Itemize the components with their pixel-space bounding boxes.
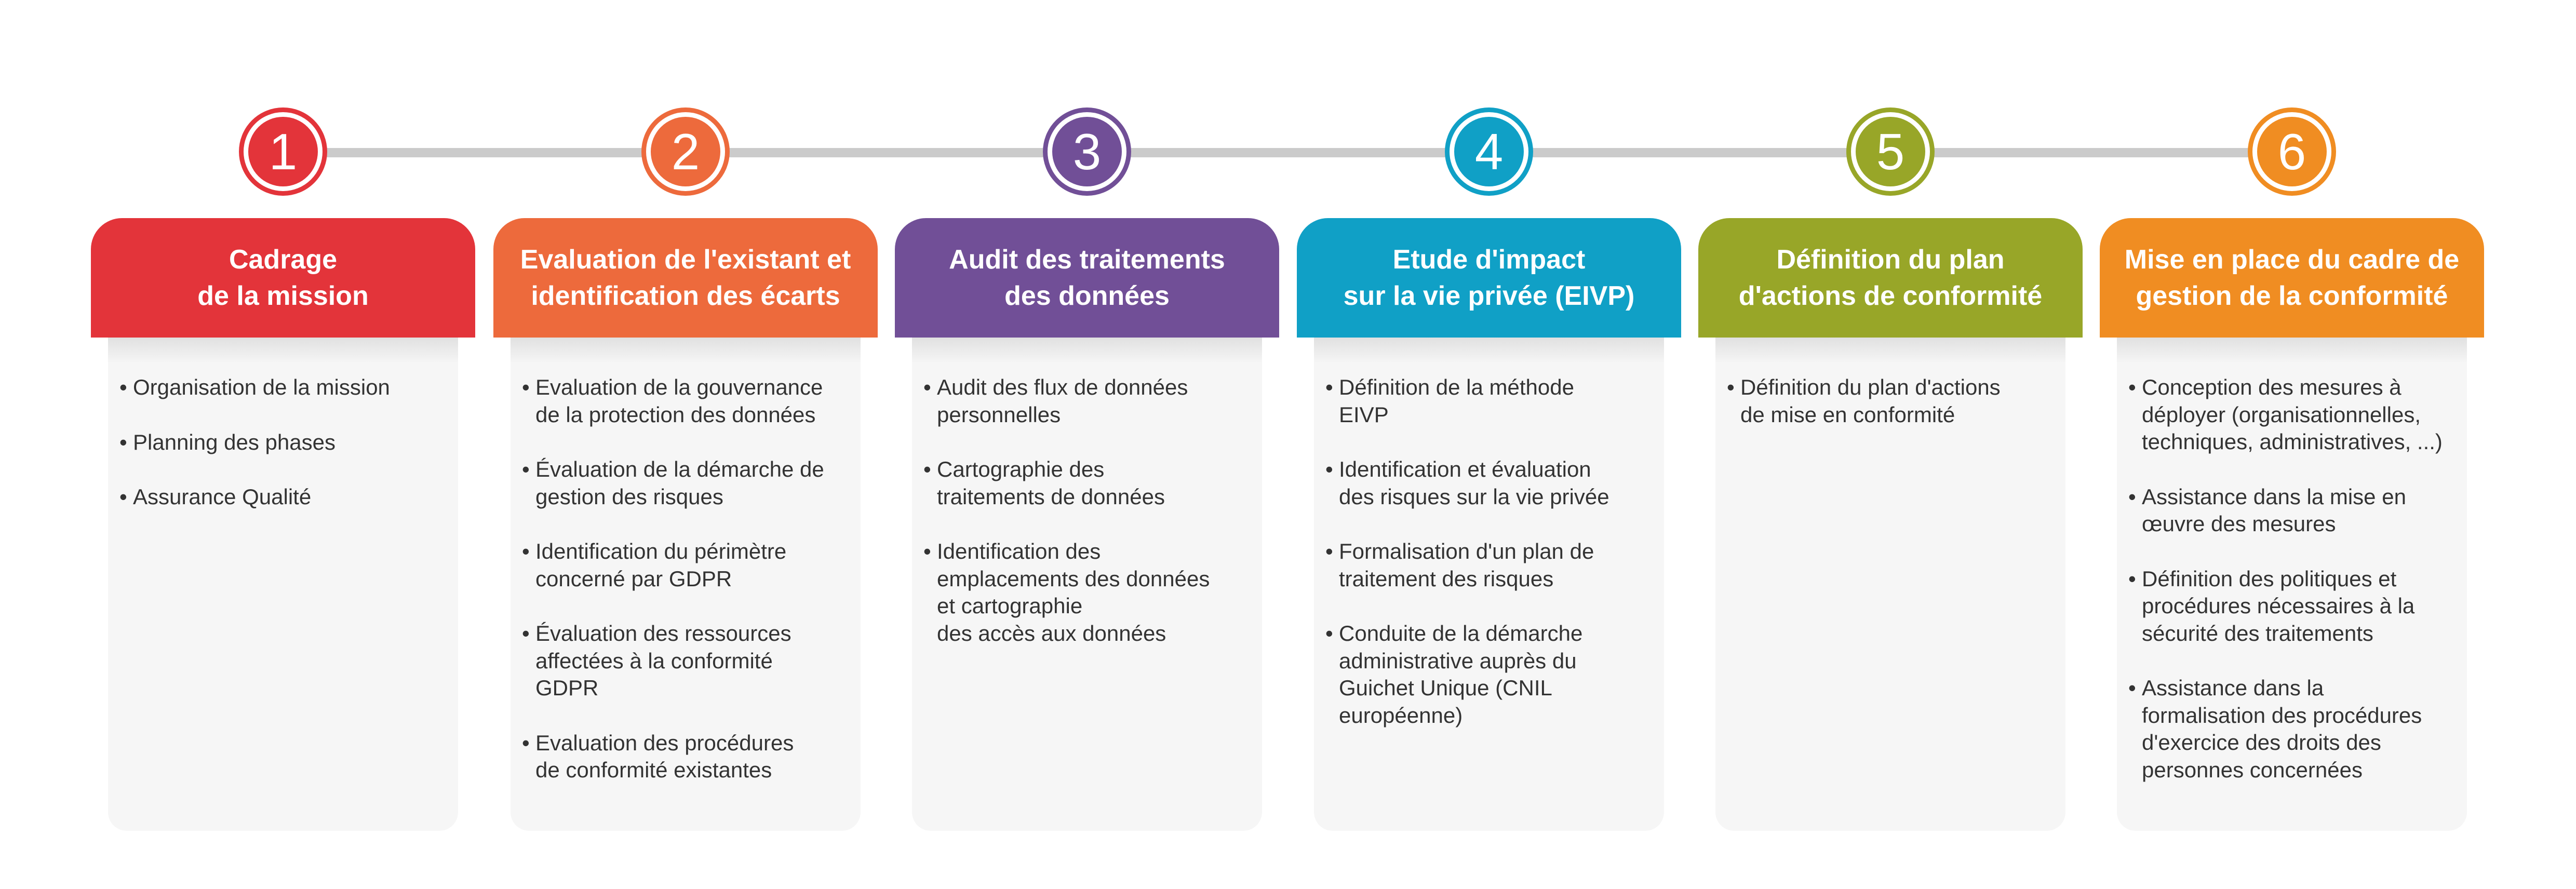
step-number-badge: 5 [1846, 107, 1935, 196]
list-item: Conception des mesures à déployer (organ… [2128, 374, 2461, 456]
list-item: Assistance dans la mise en œuvre des mes… [2128, 483, 2461, 538]
step-number-badge: 1 [239, 107, 327, 196]
step-header: Définition du plan d'actions de conformi… [1698, 218, 2083, 338]
list-item: Définition du plan d'actions de mise en … [1727, 374, 2059, 428]
list-item: Évaluation de la démarche de gestion des… [522, 456, 854, 510]
list-item: Audit des flux de données personnelles [923, 374, 1256, 428]
step-number: 6 [2257, 117, 2327, 186]
step-title: Mise en place du cadre de gestion de la … [2124, 245, 2460, 311]
step-number: 1 [248, 117, 318, 186]
step-number-badge: 3 [1043, 107, 1131, 196]
step-number: 5 [1856, 117, 1925, 186]
list-item: Conduite de la démarche administrative a… [1325, 620, 1658, 729]
step-item-list: Définition du plan d'actions de mise en … [1727, 374, 2059, 456]
list-item: Évaluation des ressources affectées à la… [522, 620, 854, 702]
card-shadow [108, 332, 458, 363]
step-header: Cadrage de la mission [91, 218, 475, 338]
list-item: Identification et évaluation des risques… [1325, 456, 1658, 510]
step-number-badge: 6 [2248, 107, 2336, 196]
step-header: Audit des traitements des données [895, 218, 1279, 338]
step-number: 4 [1454, 117, 1524, 186]
list-item: Evaluation des procédures de conformité … [522, 730, 854, 784]
step-card [108, 332, 458, 831]
step-header: Mise en place du cadre de gestion de la … [2100, 218, 2484, 338]
list-item: Identification des emplacements des donn… [923, 538, 1256, 647]
step-number: 3 [1052, 117, 1122, 186]
list-item: Organisation de la mission [119, 374, 452, 401]
list-item: Identification du périmètre concerné par… [522, 538, 854, 592]
card-shadow [1314, 332, 1664, 363]
step-title: Cadrage de la mission [197, 245, 369, 311]
list-item: Cartographie des traitements de données [923, 456, 1256, 510]
list-item: Définition de la méthode EIVP [1325, 374, 1658, 428]
step-title: Audit des traitements des données [949, 245, 1225, 311]
list-item: Assurance Qualité [119, 483, 452, 511]
step-number-badge: 4 [1445, 107, 1533, 196]
step-item-list: Audit des flux de données personnellesCa… [923, 374, 1256, 675]
step-title: Evaluation de l'existant et identificati… [520, 245, 851, 311]
step-number: 2 [651, 117, 720, 186]
step-item-list: Définition de la méthode EIVP Identificat… [1325, 374, 1658, 757]
step-title: Etude d'impact sur la vie privée (EIVP) [1343, 245, 1635, 311]
step-item-list: Organisation de la missionPlanning des p… [119, 374, 452, 538]
step-number-badge: 2 [641, 107, 730, 196]
step-header: Evaluation de l'existant et identificati… [493, 218, 878, 338]
step-item-list: Evaluation de la gouvernance de la prote… [522, 374, 854, 812]
list-item: Evaluation de la gouvernance de la prote… [522, 374, 854, 428]
step-item-list: Conception des mesures à déployer (organ… [2128, 374, 2461, 811]
list-item: Formalisation d'un plan de traitement de… [1325, 538, 1658, 592]
card-shadow [1715, 332, 2065, 363]
card-shadow [511, 332, 861, 363]
card-shadow [912, 332, 1262, 363]
list-item: Assistance dans la formalisation des pro… [2128, 675, 2461, 784]
step-header: Etude d'impact sur la vie privée (EIVP) [1297, 218, 1681, 338]
card-shadow [2117, 332, 2467, 363]
timeline-connector [283, 148, 2294, 157]
list-item: Définition des politiques et procédures … [2128, 565, 2461, 648]
step-title: Définition du plan d'actions de conformi… [1738, 245, 2043, 311]
list-item: Planning des phases [119, 429, 452, 456]
